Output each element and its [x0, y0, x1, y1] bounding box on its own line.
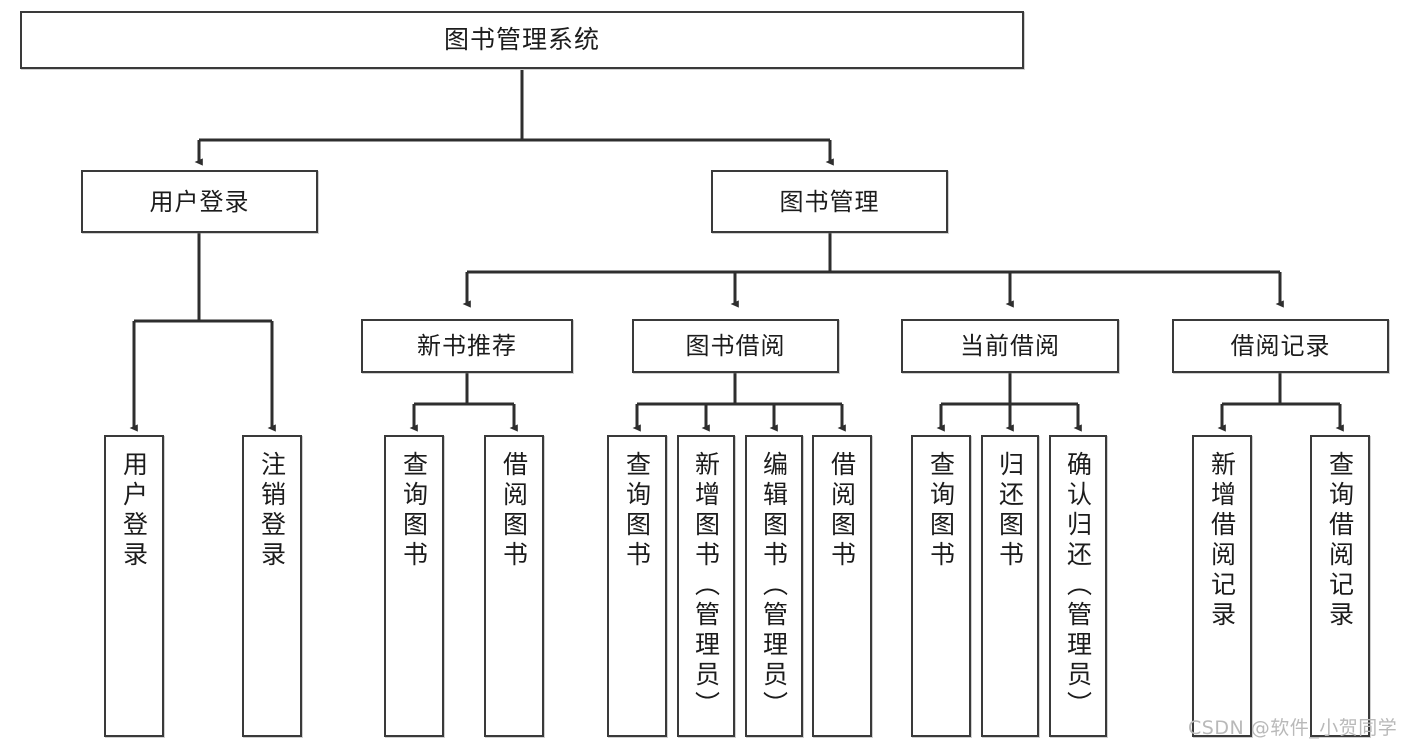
node-label: 用户登录	[149, 187, 250, 216]
node-label: 编辑图书（管理员）	[759, 451, 789, 721]
watermark: CSDN @软件_小贺同学	[1188, 717, 1398, 739]
node-label: 确认归还（管理员）	[1063, 451, 1093, 721]
node-label: 用户登录	[119, 451, 149, 571]
node-label: 归还图书	[995, 451, 1025, 571]
leaf-add-borrow-record[interactable]: 新增借阅记录	[1192, 435, 1252, 737]
node-label: 新增借阅记录	[1207, 451, 1237, 631]
leaf-borrow-book[interactable]: 借阅图书	[812, 435, 872, 737]
leaf-user-login[interactable]: 用户登录	[104, 435, 164, 737]
leaf-query-book-new[interactable]: 查询图书	[384, 435, 444, 737]
node-label: 查询图书	[926, 451, 956, 571]
node-label: 注销登录	[257, 451, 287, 571]
node-label: 新增图书（管理员）	[691, 451, 721, 721]
node-book-borrow[interactable]: 图书借阅	[632, 319, 839, 373]
node-label: 借阅图书	[499, 451, 529, 571]
node-label: 图书管理系统	[443, 25, 600, 55]
leaf-confirm-return-admin[interactable]: 确认归还（管理员）	[1049, 435, 1107, 737]
node-label: 新书推荐	[417, 332, 517, 360]
leaf-query-book-current[interactable]: 查询图书	[911, 435, 971, 737]
leaf-query-borrow-record[interactable]: 查询借阅记录	[1310, 435, 1370, 737]
node-root[interactable]: 图书管理系统	[20, 11, 1024, 69]
leaf-return-book[interactable]: 归还图书	[981, 435, 1039, 737]
node-label: 查询图书	[622, 451, 652, 571]
node-label: 图书借阅	[685, 332, 786, 360]
node-label: 查询借阅记录	[1325, 451, 1355, 631]
node-label: 图书管理	[779, 187, 880, 216]
node-user-login[interactable]: 用户登录	[81, 170, 318, 233]
node-current-borrow[interactable]: 当前借阅	[901, 319, 1119, 373]
node-new-book-recommend[interactable]: 新书推荐	[361, 319, 573, 373]
leaf-logout-login[interactable]: 注销登录	[242, 435, 302, 737]
leaf-edit-book-admin[interactable]: 编辑图书（管理员）	[745, 435, 803, 737]
node-label: 借阅记录	[1230, 332, 1331, 360]
node-book-manage[interactable]: 图书管理	[711, 170, 948, 233]
node-label: 借阅图书	[827, 451, 857, 571]
node-label: 查询图书	[399, 451, 429, 571]
leaf-borrow-book-new[interactable]: 借阅图书	[484, 435, 544, 737]
node-borrow-record[interactable]: 借阅记录	[1172, 319, 1389, 373]
leaf-query-book-borrow[interactable]: 查询图书	[607, 435, 667, 737]
node-label: 当前借阅	[960, 332, 1060, 360]
leaf-add-book-admin[interactable]: 新增图书（管理员）	[677, 435, 735, 737]
